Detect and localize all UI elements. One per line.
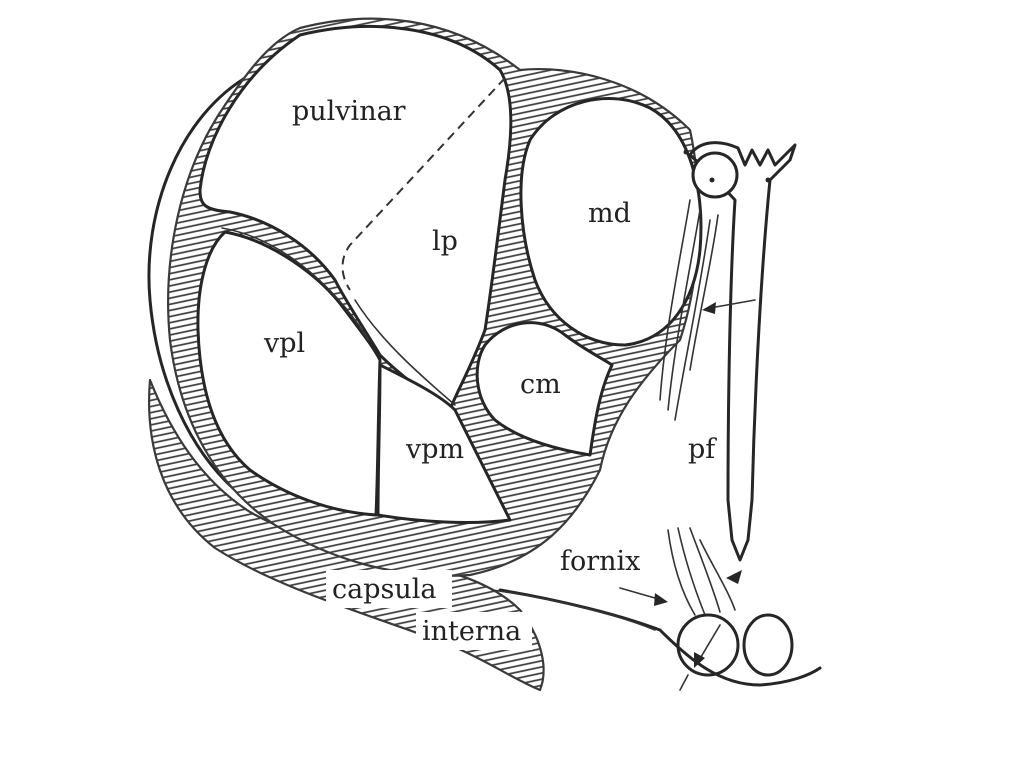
label-lp: lp <box>432 226 458 257</box>
dot-marker-3 <box>765 177 771 183</box>
label-pf: pf <box>688 434 717 465</box>
ventricle-arrow-head <box>726 570 742 584</box>
ventricle-midline-outline <box>688 141 797 562</box>
vpm-nucleus <box>376 363 512 524</box>
vpl-lp-divider <box>221 227 369 341</box>
label-cm: cm <box>520 369 561 400</box>
pulvinar-lp-boundary <box>341 77 506 291</box>
fornix-inner-arrow <box>697 624 721 663</box>
fiber-bundle <box>659 199 719 421</box>
md-arrow <box>709 299 756 309</box>
label-fornix: fornix <box>560 546 640 577</box>
paraventricular-bulb <box>691 151 739 199</box>
label-vpm: vpm <box>405 434 464 465</box>
fornix-base-line <box>679 674 689 691</box>
fornix-arrow-head <box>654 593 668 606</box>
capsula-leader <box>491 589 656 631</box>
label-interna: interna <box>422 616 521 647</box>
vpl-nucleus <box>196 230 382 517</box>
capsula-label-box <box>326 570 452 608</box>
label-capsula: capsula <box>332 574 436 605</box>
label-vpl: vpl <box>263 328 305 359</box>
interna-label-box <box>416 612 532 650</box>
label-pulvinar: pulvinar <box>292 96 406 127</box>
md-arrow-head <box>702 302 716 314</box>
lp-vpm-divider <box>354 299 456 406</box>
fornix-column-right <box>742 613 794 677</box>
cm-nucleus <box>475 321 614 457</box>
label-md: md <box>588 198 631 229</box>
dot-marker <box>709 177 715 183</box>
md-nucleus <box>519 97 703 347</box>
dot-marker-2 <box>683 149 689 155</box>
fornix-fibers <box>667 527 736 616</box>
